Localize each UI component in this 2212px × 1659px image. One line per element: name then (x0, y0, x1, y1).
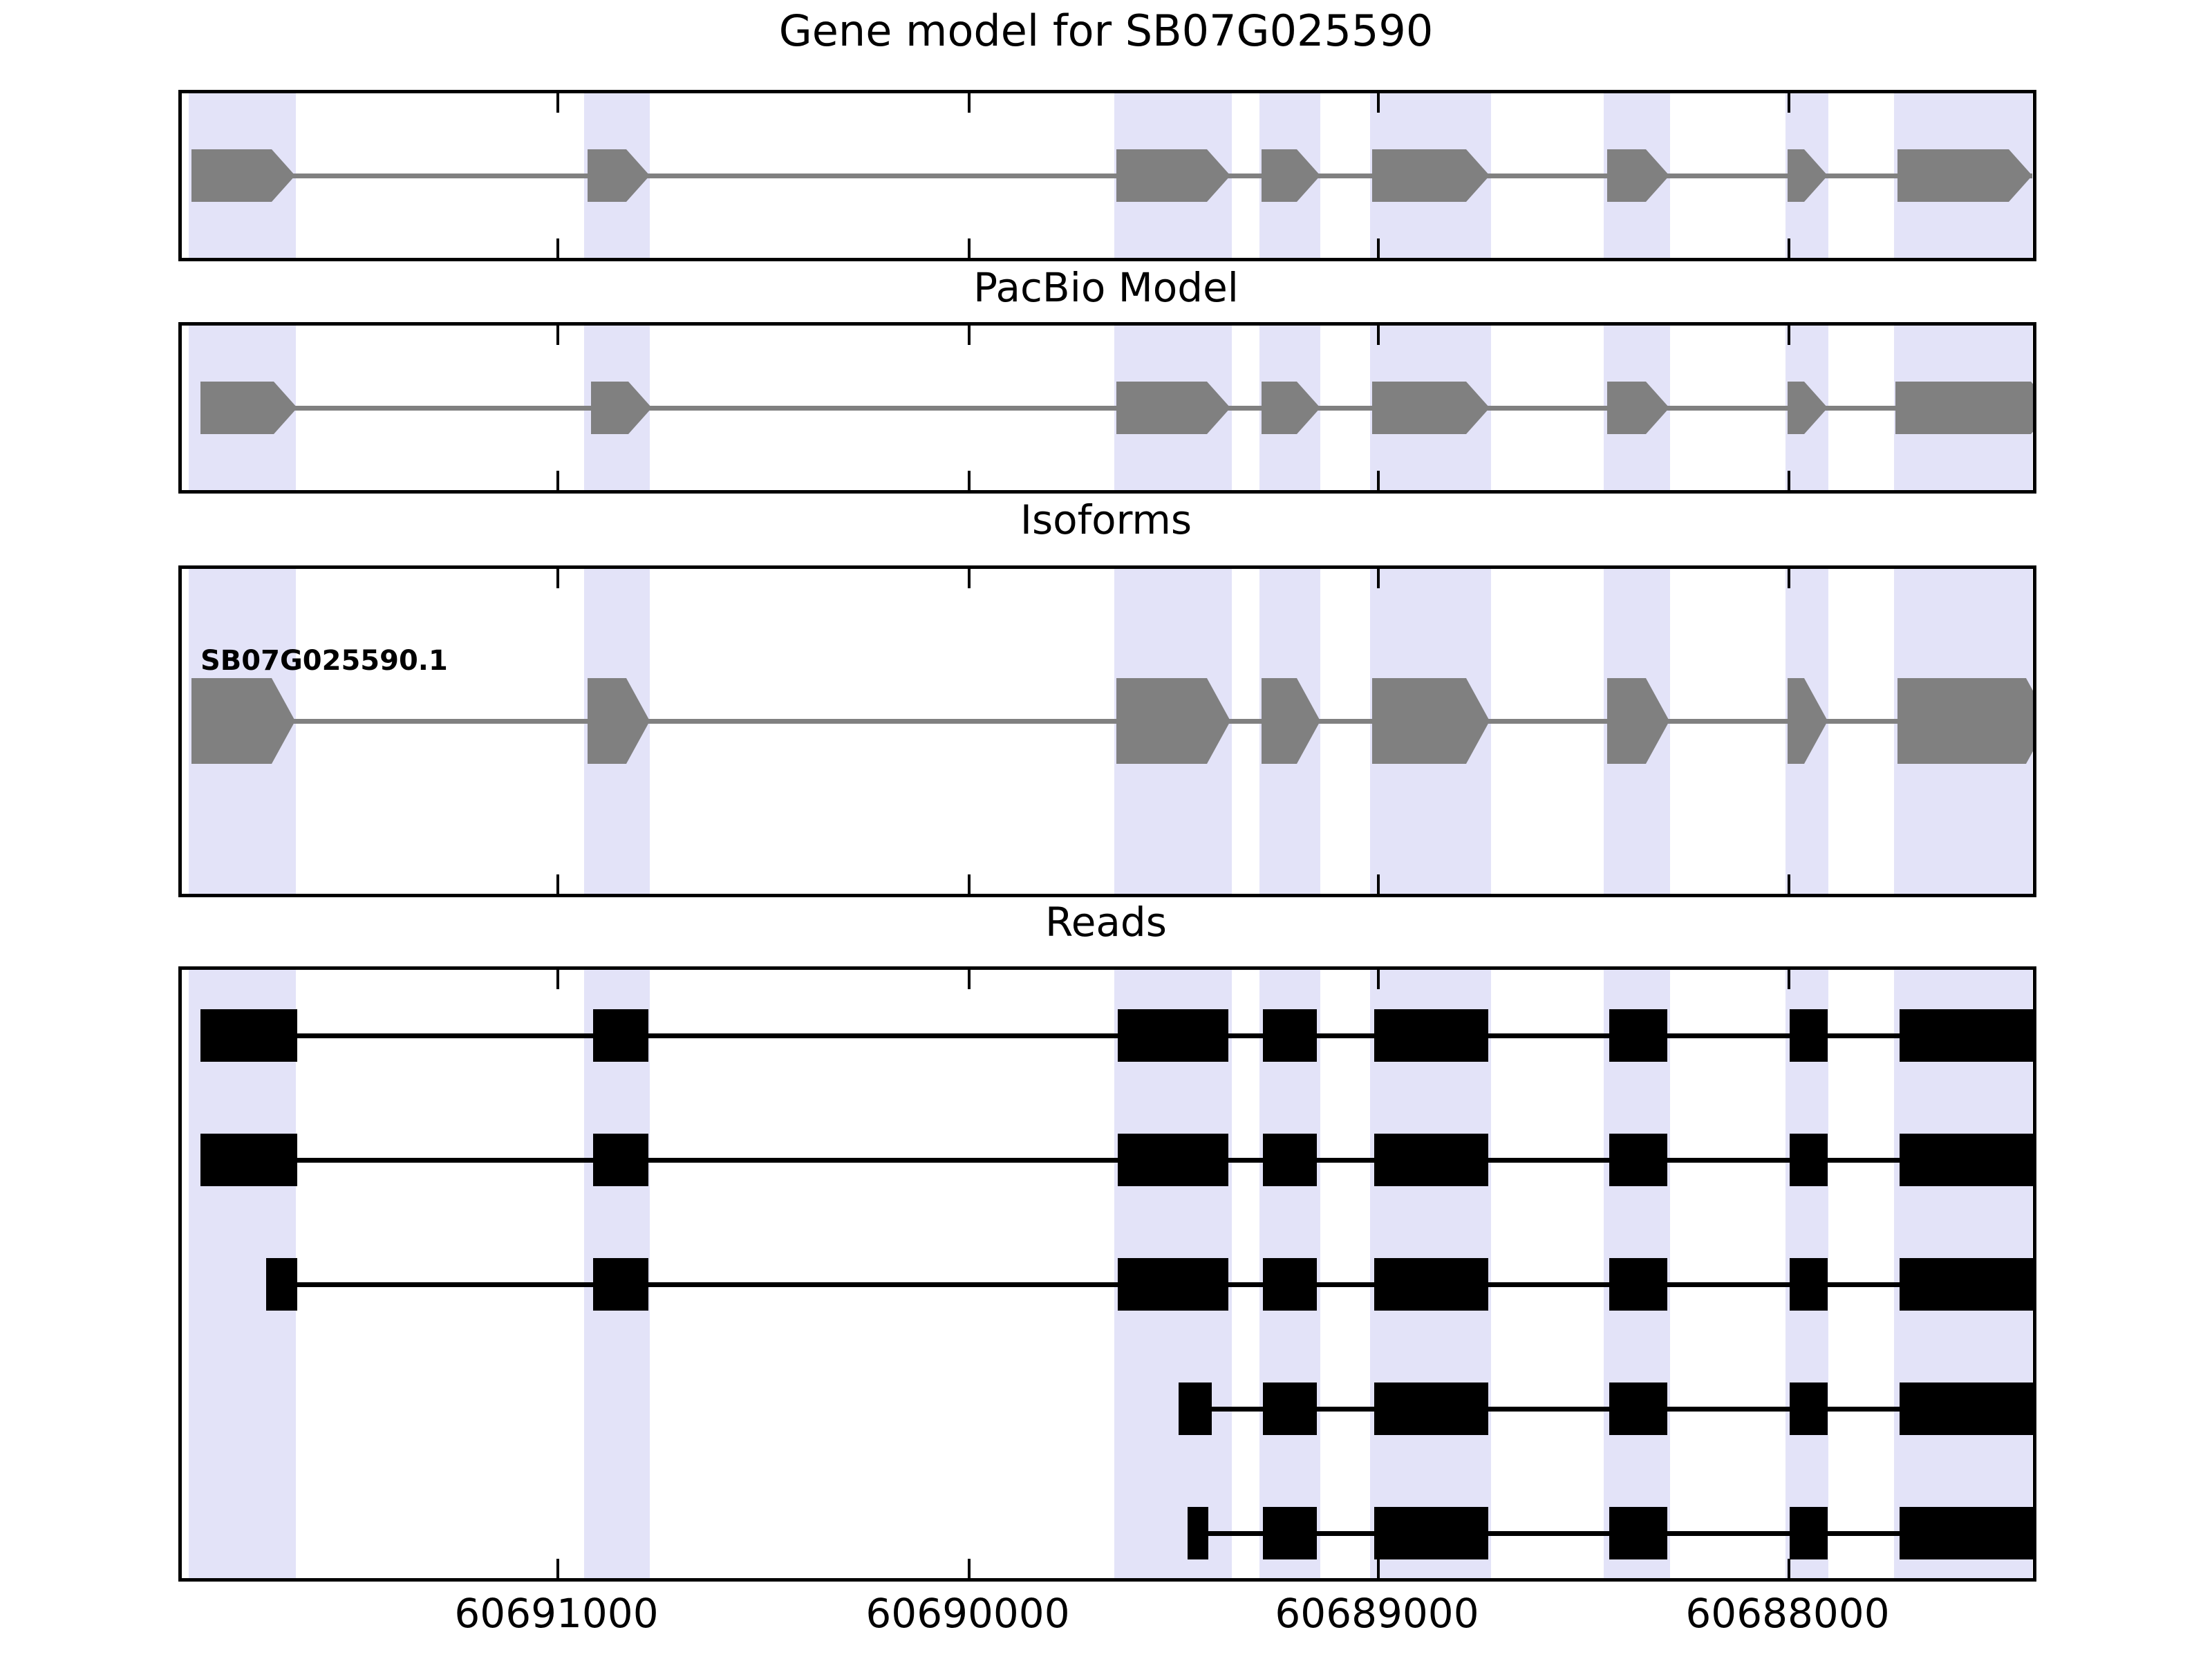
read-exon-block (593, 1134, 648, 1186)
isoform-exon (1116, 678, 1230, 764)
axis-tick-mark (968, 970, 971, 989)
pacbio-model-panel (178, 322, 2036, 494)
read-exon-block (1790, 1382, 1828, 1435)
gene-model-exon (1897, 149, 2032, 202)
read-exon-block (1374, 1009, 1488, 1062)
axis-tick-mark (968, 1559, 971, 1578)
read-exon-block (1263, 1009, 1317, 1062)
read-exon-block (1900, 1134, 2033, 1186)
pacbio-model-exon (1895, 382, 2036, 434)
axis-tick-mark (968, 326, 971, 345)
read-exon-block (1900, 1009, 2033, 1062)
read-connector-line (200, 1158, 2033, 1163)
axis-tick-label: 60690000 (865, 1590, 1070, 1637)
read-exon-block (1374, 1134, 1488, 1186)
read-exon-block (1118, 1258, 1228, 1311)
gene-model-exon (1116, 149, 1230, 202)
axis-tick-mark (556, 874, 559, 894)
read-exon-block (1374, 1258, 1488, 1311)
read-connector-line (200, 1033, 2033, 1038)
read-exon-block (266, 1258, 297, 1311)
axis-tick-mark (1377, 93, 1380, 113)
axis-tick-mark (556, 1559, 559, 1578)
gene-model-exon (1372, 149, 1490, 202)
read-exon-block (1609, 1134, 1667, 1186)
axis-tick-mark (1377, 970, 1380, 989)
isoform-exon (1897, 678, 2036, 764)
axis-tick-mark (1788, 569, 1790, 588)
read-exon-block (1374, 1382, 1488, 1435)
axis-tick-mark (556, 569, 559, 588)
axis-tick-mark (968, 238, 971, 258)
read-exon-block (1790, 1009, 1828, 1062)
read-exon-block (1609, 1009, 1667, 1062)
pacbio-model-title: PacBio Model (973, 264, 1239, 311)
read-exon-block (1790, 1134, 1828, 1186)
read-exon-block (1188, 1507, 1208, 1559)
axis-tick-mark (1788, 238, 1790, 258)
read-exon-block (1263, 1382, 1317, 1435)
pacbio-model-exon (1116, 382, 1230, 434)
isoforms-title: Isoforms (1020, 496, 1192, 543)
read-exon-block (1374, 1507, 1488, 1559)
axis-tick-mark (556, 970, 559, 989)
isoforms-panel: SB07G025590.1 (178, 565, 2036, 897)
axis-tick-mark (556, 93, 559, 113)
read-exon-block (1900, 1382, 2033, 1435)
read-exon-block (1609, 1507, 1667, 1559)
axis-tick-mark (556, 238, 559, 258)
isoform-intron-line (191, 719, 2033, 724)
axis-tick-mark (968, 874, 971, 894)
axis-tick-mark (968, 569, 971, 588)
gene-model-exon (191, 149, 295, 202)
gene-model-intron-line (191, 174, 2032, 178)
pacbio-model-exon (1372, 382, 1490, 434)
axis-tick-mark (1788, 874, 1790, 894)
reads-panel (178, 966, 2036, 1582)
axis-tick-mark (1377, 326, 1380, 345)
read-exon-block (1790, 1258, 1828, 1311)
reads-title: Reads (1045, 899, 1167, 946)
read-exon-block (1263, 1507, 1317, 1559)
read-exon-block (1179, 1382, 1212, 1435)
read-exon-block (1118, 1134, 1228, 1186)
axis-tick-mark (556, 326, 559, 345)
isoform-exon (1372, 678, 1490, 764)
axis-tick-mark (1788, 326, 1790, 345)
read-connector-line (1179, 1407, 2033, 1412)
read-exon-block (1118, 1009, 1228, 1062)
isoform-label: SB07G025590.1 (200, 645, 448, 677)
axis-tick-label: 60691000 (454, 1590, 659, 1637)
axis-tick-label: 60689000 (1275, 1590, 1479, 1637)
page-title: Gene model for SB07G025590 (778, 6, 1434, 56)
axis-tick-label: 60688000 (1685, 1590, 1890, 1637)
read-exon-block (1790, 1507, 1828, 1559)
read-exon-block (593, 1009, 648, 1062)
read-exon-block (200, 1134, 297, 1186)
axis-tick-mark (1377, 238, 1380, 258)
read-exon-block (1609, 1258, 1667, 1311)
axis-tick-mark (1788, 970, 1790, 989)
read-exon-block (200, 1009, 297, 1062)
axis-tick-mark (556, 471, 559, 490)
read-exon-block (1609, 1382, 1667, 1435)
axis-tick-mark (1788, 1559, 1790, 1578)
read-exon-block (593, 1258, 648, 1311)
axis-tick-mark (968, 93, 971, 113)
axis-tick-mark (1788, 93, 1790, 113)
read-exon-block (1263, 1134, 1317, 1186)
isoform-exon (191, 678, 295, 764)
axis-tick-mark (1377, 1559, 1380, 1578)
axis-tick-mark (1788, 471, 1790, 490)
axis-tick-mark (1377, 471, 1380, 490)
pacbio-model-exon (200, 382, 297, 434)
read-exon-block (1900, 1507, 2033, 1559)
axis-tick-mark (1377, 569, 1380, 588)
axis-tick-mark (1377, 874, 1380, 894)
gene-model-panel (178, 90, 2036, 261)
read-exon-block (1263, 1258, 1317, 1311)
read-exon-block (1900, 1258, 2033, 1311)
axis-tick-mark (968, 471, 971, 490)
